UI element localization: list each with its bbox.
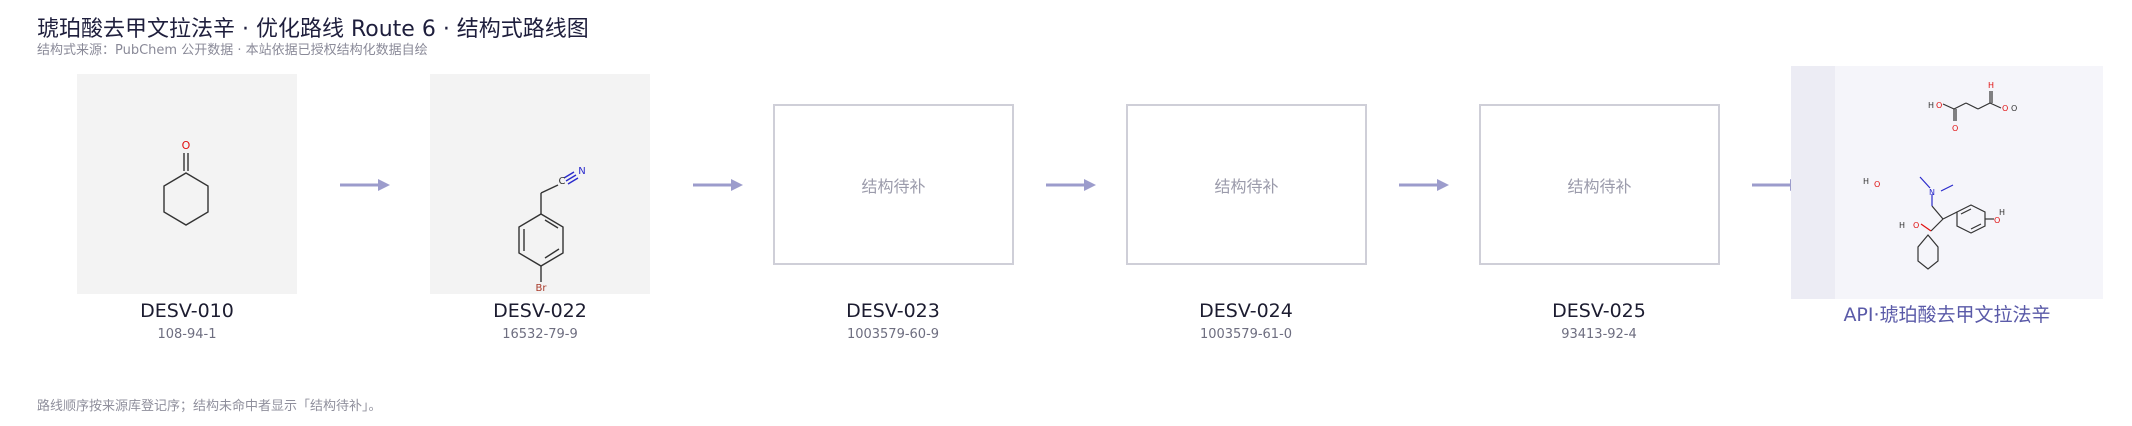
route-footnote: 路线顺序按来源库登记序；结构未命中者显示「结构待补」。	[37, 399, 382, 414]
atom-H: H	[1928, 101, 1934, 110]
step-code: DESV-024	[1199, 300, 1293, 322]
cas-number: 108-94-1	[157, 327, 217, 342]
arrow-1	[340, 179, 390, 191]
atom-H: H	[1899, 221, 1905, 230]
step-2-label: DESV-022 16532-79-9	[410, 300, 670, 342]
cas-number: 16532-79-9	[502, 327, 578, 342]
atom-O: O	[182, 139, 191, 152]
step-5-label: DESV-025 93413-92-4	[1469, 300, 1729, 342]
route-subtitle: 结构式来源：PubChem 公开数据 · 本站依据已授权结构化数据自绘	[37, 43, 428, 58]
step-code: DESV-010	[140, 300, 234, 322]
atom-O: O	[1874, 180, 1880, 189]
placeholder-text: 结构待补	[1567, 176, 1632, 196]
placeholder-text: 结构待补	[861, 176, 926, 196]
step-3-label: DESV-023 1003579-60-9	[763, 300, 1023, 342]
arrow-3	[1046, 179, 1096, 191]
atom-O: O	[1994, 216, 2000, 225]
api-name: API·琥珀酸去甲文拉法辛	[1843, 304, 2051, 326]
structure-panel-2: C N Br	[430, 74, 650, 294]
atom-O: H	[1988, 81, 1994, 90]
atom-O: O	[2002, 104, 2008, 113]
step-code: DESV-023	[846, 300, 940, 322]
structure-panel-1: O	[77, 74, 297, 294]
step-4-label: DESV-024 1003579-61-0	[1116, 300, 1376, 342]
desvenlafaxine-succinate-structure: H O O H O O H O N H O H O	[1863, 81, 2017, 270]
atom-N: N	[578, 166, 585, 177]
api-panel	[1791, 66, 2103, 299]
structure-placeholder-4: 结构待补	[1126, 104, 1367, 265]
cas-number: 1003579-60-9	[846, 327, 940, 342]
atom-N: N	[1929, 188, 1935, 197]
atom-O: O	[1952, 124, 1958, 133]
step-code: DESV-022	[493, 300, 587, 322]
arrow-2	[693, 179, 743, 191]
api-label: API·琥珀酸去甲文拉法辛	[1817, 300, 2077, 327]
step-1-label: DESV-010 108-94-1	[57, 300, 317, 342]
atom-H: H	[1863, 177, 1869, 186]
api-panel-shade	[1791, 66, 1835, 299]
route-title: 琥珀酸去甲文拉法辛 · 优化路线 Route 6 · 结构式路线图	[37, 17, 589, 42]
atom-Br: Br	[536, 283, 548, 294]
cyclohexanone-structure: O	[163, 139, 209, 226]
structure-placeholder-5: 结构待补	[1479, 104, 1720, 265]
atom-H: O	[2011, 104, 2017, 113]
atom-O: O	[1936, 101, 1942, 110]
cas-number: 93413-92-4	[1561, 327, 1637, 342]
cas-number: 1003579-61-0	[1199, 327, 1293, 342]
bromophenylacetonitrile-structure: C N Br	[518, 166, 586, 294]
placeholder-text: 结构待补	[1214, 176, 1279, 196]
atom-C: C	[559, 176, 566, 187]
arrow-4	[1399, 179, 1449, 191]
atom-O: O	[1913, 221, 1919, 230]
atom-H: H	[1999, 208, 2005, 217]
structure-placeholder-3: 结构待补	[773, 104, 1014, 265]
step-code: DESV-025	[1552, 300, 1646, 322]
